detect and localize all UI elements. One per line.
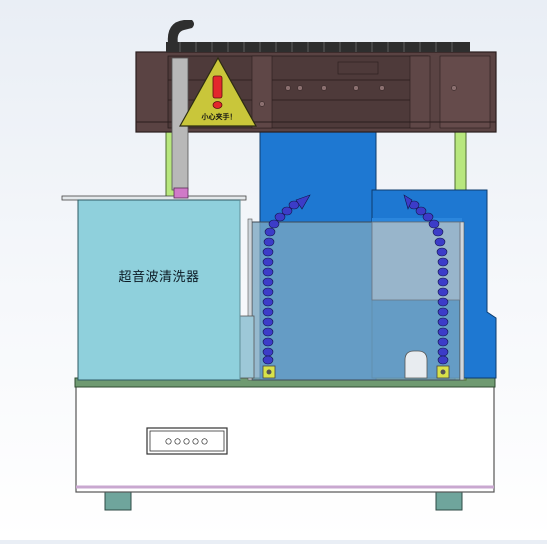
foot-left — [104, 491, 132, 511]
warning-exclamation-dot — [212, 101, 223, 109]
foot-right — [435, 491, 463, 511]
control-display-digits: ○○○○○ — [165, 436, 211, 447]
cable-drag-chain — [166, 20, 470, 52]
warning-sign — [178, 56, 258, 127]
hose-right — [403, 194, 450, 379]
warning-text: 小心夹手！ — [201, 113, 237, 121]
machine-feet — [104, 491, 463, 511]
lower-cabinet — [75, 385, 495, 493]
hose-left — [262, 194, 311, 379]
control-display — [146, 427, 228, 455]
warning-exclamation-bar — [212, 75, 223, 99]
cabinet-body — [75, 385, 495, 493]
ultrasonic-tank-label: 超音波清洗器 — [118, 270, 200, 285]
ultrasonic-tank — [61, 195, 247, 381]
lift-piston — [171, 57, 189, 199]
cleaning-chamber — [239, 218, 465, 381]
